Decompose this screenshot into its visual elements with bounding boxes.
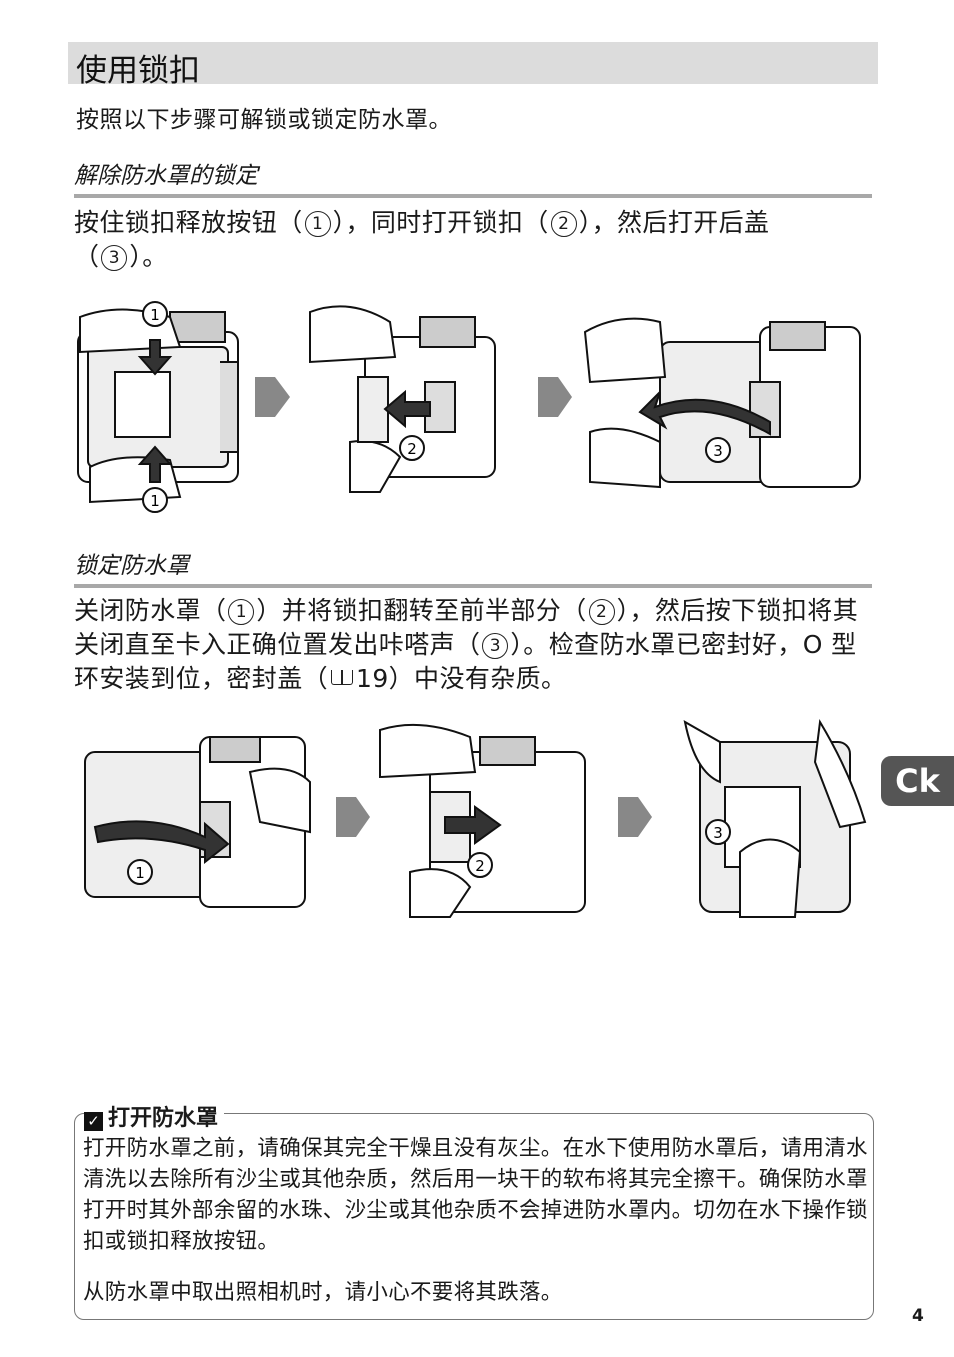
note-paragraph-1: 打开防水罩之前，请确保其完全干燥且没有灰尘。在水下使用防水罩后，请用清水清洗以去… [83, 1136, 868, 1254]
lock-instructions: 关闭防水罩（1）并将锁扣翻转至前半部分（2），然后按下锁扣将其关闭直至卡入正确位… [74, 596, 859, 693]
unlock-figure-3 [583, 317, 861, 489]
figure-label: 2 [475, 857, 485, 875]
book-icon [331, 670, 354, 685]
title-bar: 使用锁扣 [68, 42, 878, 89]
lock-figure-2 [379, 723, 586, 918]
page-number: 4 [912, 1306, 924, 1326]
lock-figure-1 [84, 736, 311, 908]
lock-illustrations: 1 2 3 [84, 719, 867, 918]
next-arrow-icon [336, 797, 370, 837]
page-title: 使用锁扣 [76, 53, 200, 89]
figure-label: 1 [150, 306, 160, 324]
unlock-figure-2 [309, 305, 496, 493]
note-box [74, 1113, 874, 1320]
step-2-marker: 2 [550, 211, 577, 237]
figure-label: 1 [150, 492, 160, 510]
note-paragraph-2: 从防水罩中取出照相机时，请小心不要将其跌落。 [83, 1280, 563, 1305]
checkmark-icon: ✓ [84, 1112, 103, 1131]
reference-page: 19 [356, 664, 389, 693]
unlock-illustrations: 1 1 2 3 [77, 301, 861, 513]
next-arrow-icon [255, 377, 290, 417]
lock-figure-3 [683, 719, 867, 918]
figure-label: 3 [713, 442, 723, 460]
step-1-marker: 1 [228, 599, 255, 625]
lock-subheading: 锁定防水罩 [74, 546, 872, 588]
unlock-subheading: 解除防水罩的锁定 [74, 156, 872, 198]
note-title: ✓打开防水罩 [84, 1100, 225, 1132]
step-2-marker: 2 [588, 599, 615, 625]
step-3-marker: 3 [101, 245, 128, 271]
figure-label: 2 [407, 440, 417, 458]
unlock-figure-1 [77, 301, 239, 513]
next-arrow-icon [538, 377, 572, 417]
unlock-instructions: 按住锁扣释放按钮（1），同时打开锁扣（2），然后打开后盖（3）。 [74, 208, 770, 271]
step-1-marker: 1 [304, 211, 331, 237]
figure-label: 1 [135, 864, 145, 882]
figure-label: 3 [713, 824, 723, 842]
intro-text: 按照以下步骤可解锁或锁定防水罩。 [76, 107, 452, 133]
next-arrow-icon [618, 797, 652, 837]
step-3-marker: 3 [482, 633, 509, 659]
language-tab: Ck [881, 756, 954, 806]
